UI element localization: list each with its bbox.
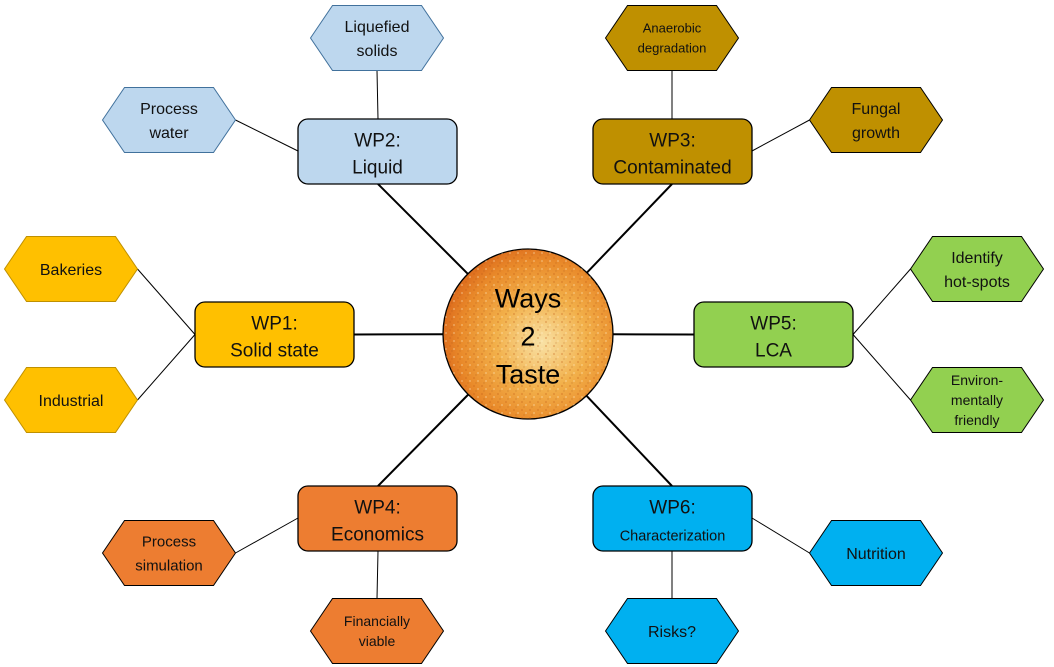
connector-lines: [137, 70, 911, 599]
leaf-node[interactable]: Process simulation: [101, 520, 237, 586]
leaf-hexagon: [604, 598, 740, 664]
node-wp5[interactable]: WP5: LCA: [693, 301, 854, 368]
edge-wp2-leaf-1: [235, 119, 299, 152]
edge-wp4-leaf-1: [376, 550, 379, 599]
leaf-label: Bakeries: [40, 262, 102, 279]
leaf-node[interactable]: Bakeries: [3, 236, 139, 302]
wp1-title: Solid state: [230, 341, 319, 362]
leaf-label: Anaerobic: [643, 21, 702, 36]
leaf-hexagon: [309, 598, 445, 664]
leaf-label: Process: [140, 101, 198, 118]
leaf-label: mentally: [951, 392, 1003, 408]
wp1-number: WP1:: [251, 314, 297, 335]
wp5-title: LCA: [755, 341, 792, 362]
wp2-box: [297, 118, 458, 185]
leaf-node[interactable]: Industrial: [3, 367, 139, 433]
edge-wp1-leaf-0: [137, 268, 196, 335]
edge-center-wp2: [377, 183, 469, 275]
node-wp6[interactable]: WP6: Characterization: [592, 485, 753, 552]
leaf-label: water: [148, 125, 189, 142]
wp6-box: [592, 485, 753, 552]
center-texture: [443, 249, 613, 419]
wp5-box: [693, 301, 854, 368]
leaf-node[interactable]: Fungal growth: [808, 87, 944, 153]
wp2-number: WP2:: [354, 131, 400, 152]
leaf-label: friendly: [954, 412, 999, 428]
leaf-label: Environ-: [951, 372, 1003, 388]
leaf-node[interactable]: Environ-mentally friendly: [909, 367, 1045, 433]
leaf-node[interactable]: Risks?: [604, 598, 740, 664]
leaf-label: viable: [359, 633, 396, 649]
leaf-node[interactable]: Identify hot-spots: [909, 236, 1045, 302]
leaf-hexagon: [309, 5, 445, 71]
edge-wp5-leaf-1: [852, 334, 911, 401]
leaf-label: Process: [142, 533, 196, 550]
edge-wp1-leaf-1: [137, 334, 196, 401]
leaf-hexagon: [101, 87, 237, 153]
leaf-hexagon: [808, 87, 944, 153]
leaf-hexagon: [808, 520, 944, 586]
leaf-node[interactable]: Anaerobic degradation: [604, 5, 740, 71]
leaf-hexagon: [604, 5, 740, 71]
wp6-title: Characterization: [620, 529, 726, 545]
center-label: Ways: [495, 284, 562, 314]
leaf-label: Liquefied: [345, 19, 410, 36]
edge-center-wp4: [377, 393, 470, 487]
leaf-node[interactable]: Process water: [101, 87, 237, 153]
node-wp3[interactable]: WP3: Contaminated: [592, 118, 753, 185]
leaf-label: Fungal: [852, 101, 901, 118]
edge-wp3-leaf-1: [751, 119, 810, 152]
leaf-node[interactable]: Nutrition: [808, 520, 944, 586]
leaf-label: degradation: [638, 41, 707, 56]
leaf-label: Financially: [344, 613, 410, 629]
leaf-label: Risks?: [648, 624, 696, 641]
leaf-hexagon: [3, 236, 139, 302]
leaf-label: hot-spots: [944, 274, 1010, 291]
leaf-hexagon: [909, 236, 1045, 302]
leaf-label: growth: [852, 125, 900, 142]
edge-wp2-leaf-0: [376, 70, 379, 120]
node-wp4[interactable]: WP4: Economics: [297, 485, 458, 552]
wp1-box: [194, 301, 355, 368]
leaf-node[interactable]: Liquefied solids: [309, 5, 445, 71]
wp4-box: [297, 485, 458, 552]
wp3-number: WP3:: [649, 131, 695, 152]
edge-wp5-leaf-0: [852, 268, 911, 335]
leaf-label: solids: [357, 43, 398, 60]
wp5-number: WP5:: [750, 314, 796, 335]
leaf-hexagon: [3, 367, 139, 433]
edge-wp6-leaf-0: [751, 517, 810, 554]
wp4-title: Economics: [331, 525, 424, 546]
node-wp1[interactable]: WP1: Solid state: [194, 301, 355, 368]
leaf-hexagon: [909, 367, 1045, 433]
wp6-number: WP6:: [649, 498, 695, 519]
leaf-label: Industrial: [39, 393, 104, 410]
edge-center-wp3: [586, 183, 673, 274]
leaf-label: simulation: [135, 557, 203, 574]
wp2-title: Liquid: [352, 158, 403, 179]
center-label: 2: [520, 322, 535, 352]
wp4-number: WP4:: [354, 498, 400, 519]
edge-center-wp6: [585, 395, 673, 487]
leaf-node[interactable]: Financially viable: [309, 598, 445, 664]
leaf-hexagon: [101, 520, 237, 586]
wp3-box: [592, 118, 753, 185]
wp3-title: Contaminated: [613, 158, 731, 179]
edge-wp4-leaf-0: [235, 517, 299, 554]
node-wp2[interactable]: WP2: Liquid: [297, 118, 458, 185]
leaf-label: Identify: [951, 250, 1003, 267]
leaf-label: Nutrition: [846, 546, 906, 563]
center-label: Taste: [496, 360, 561, 390]
